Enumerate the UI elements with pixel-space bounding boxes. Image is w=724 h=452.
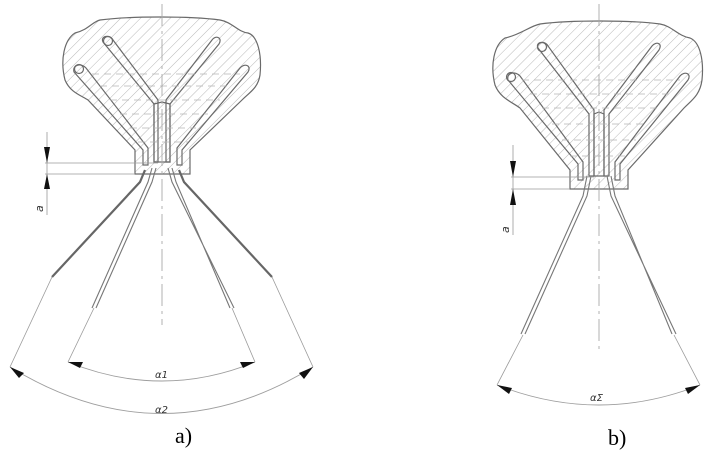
nozzle-body-b xyxy=(492,20,704,190)
needles-a xyxy=(51,167,273,309)
liquid-lines-a xyxy=(92,73,240,143)
panel-b: a αΣ b) xyxy=(492,4,704,450)
svg-text:α1: α1 xyxy=(155,370,168,381)
panel-a: a α1 α2 a) xyxy=(9,4,314,448)
channels-a xyxy=(73,35,250,166)
extension-lines-b xyxy=(496,334,701,386)
svg-text:α2: α2 xyxy=(155,405,168,416)
dimension-label-b: a xyxy=(499,226,512,233)
svg-text:αΣ: αΣ xyxy=(590,393,604,404)
angle-alpha1: α1 xyxy=(67,361,256,382)
dimension-a-left: a xyxy=(33,132,158,215)
panel-label-a: a) xyxy=(175,423,192,448)
panel-label-b: b) xyxy=(608,425,626,450)
channels-b xyxy=(505,41,690,181)
extension-lines-a xyxy=(9,276,314,368)
dimension-label-a: a xyxy=(33,205,46,212)
needles-b xyxy=(520,175,677,335)
angle-alpha2: α2 xyxy=(9,366,314,416)
liquid-lines-b xyxy=(522,79,680,157)
angle-alpha-sigma: αΣ xyxy=(496,384,701,406)
dimension-a-right: a xyxy=(499,145,594,235)
